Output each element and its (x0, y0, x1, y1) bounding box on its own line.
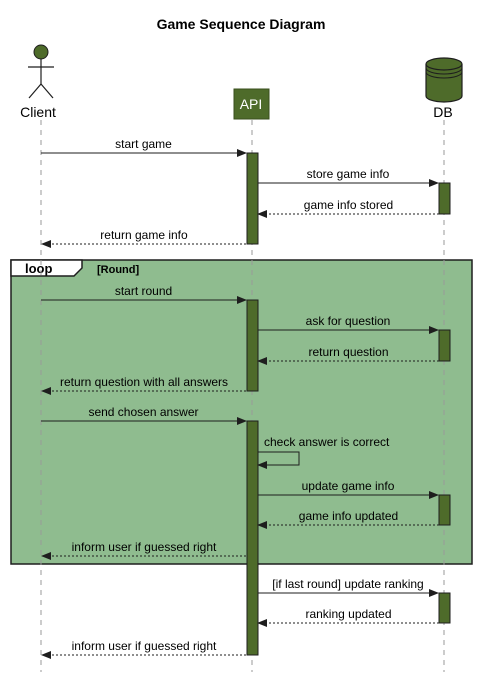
message-13: inform user if guessed right (41, 540, 246, 560)
db-activation-bar (438, 592, 451, 624)
participant-api-label: API (240, 96, 263, 112)
message-label: game info updated (299, 509, 398, 523)
message-label: inform user if guessed right (72, 639, 217, 653)
database-icon (425, 57, 463, 103)
message-8: return question with all answers (41, 375, 246, 395)
message-15: ranking updated (257, 607, 439, 627)
message-label: [if last round] update ranking (272, 577, 423, 591)
message-10: check answer is correct (257, 435, 390, 469)
loop-frame: loop [Round] (10, 259, 473, 565)
db-activation-bar (438, 182, 451, 215)
loop-guard: [Round] (97, 264, 139, 276)
api-activation-bar (246, 299, 259, 392)
loop-box (10, 259, 473, 565)
message-label: start game (115, 137, 172, 151)
message-11: update game info (258, 479, 439, 499)
client-actor-icon (28, 44, 54, 99)
message-label: return game info (100, 228, 188, 242)
message-label: inform user if guessed right (72, 540, 217, 554)
message-label: return question (308, 345, 388, 359)
message-label: ask for question (306, 314, 391, 328)
message-label: check answer is correct (264, 435, 390, 449)
message-label: return question with all answers (60, 375, 228, 389)
message-14: [if last round] update ranking (258, 577, 439, 597)
message-7: return question (257, 345, 439, 365)
participant-client-label: Client (20, 104, 56, 120)
participant-api-box (233, 88, 270, 120)
message-1: start game (41, 137, 247, 157)
message-label: ranking updated (305, 607, 391, 621)
messages-group: start game store game info game info store… (41, 137, 439, 659)
loop-keyword: loop (25, 261, 52, 276)
db-activation-bar (438, 494, 451, 526)
message-4: return game info (41, 228, 246, 248)
message-label: game info stored (304, 198, 393, 212)
participant-db-label: DB (433, 104, 452, 120)
message-label: start round (115, 284, 172, 298)
diagram-title: Game Sequence Diagram (157, 16, 326, 32)
message-label: update game info (302, 479, 395, 493)
message-label: send chosen answer (88, 405, 198, 419)
message-12: game info updated (257, 509, 439, 529)
message-16: inform user if guessed right (41, 639, 246, 659)
message-5: start round (41, 284, 247, 304)
message-9: send chosen answer (41, 405, 247, 425)
api-activation-bar (246, 420, 259, 656)
message-2: store game info (258, 167, 439, 187)
message-3: game info stored (257, 198, 439, 218)
loop-tab (10, 259, 83, 277)
db-activation-bar (438, 329, 451, 362)
message-6: ask for question (258, 314, 439, 334)
api-activation-bar (246, 152, 259, 245)
message-arrow (257, 451, 300, 469)
message-label: store game info (307, 167, 390, 181)
